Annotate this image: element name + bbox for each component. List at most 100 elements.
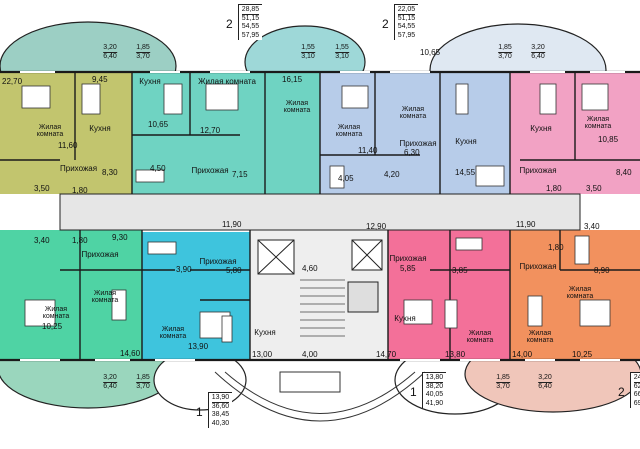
area-label: 11,40	[358, 146, 378, 155]
area-label: 10,85	[598, 135, 619, 144]
room-name-kitchen: Кухня	[89, 124, 111, 133]
table-3	[455, 83, 469, 115]
room-name-living: Жилая комната	[36, 124, 64, 139]
area-label: 4,50	[150, 164, 166, 173]
area-label: 10,25	[42, 322, 63, 331]
area-value: 36,60	[211, 403, 230, 411]
area-value: 28,85	[241, 6, 260, 16]
area-value: 54,55	[397, 23, 416, 31]
area-value: 24	[633, 374, 640, 384]
bath-6	[574, 235, 590, 265]
room-name-living: Жилая комната	[198, 77, 256, 86]
table-1	[81, 83, 101, 115]
area-value: 62	[633, 383, 640, 391]
room-name-living: Жилая комната	[526, 330, 554, 345]
area-label: 14,55	[455, 168, 476, 177]
area-label: 9,45	[92, 75, 108, 84]
room-name-hall: Прихожая	[191, 166, 229, 175]
area-value: 40,05	[425, 391, 444, 399]
stair-area: 4,60	[302, 264, 318, 273]
room-name-living: Жилая комната	[584, 116, 612, 131]
room-name-living: Жилая комната	[283, 100, 311, 115]
area-label: 8,90	[594, 266, 610, 275]
area-label: 1,80	[72, 186, 88, 195]
apartment-room-count: 1	[196, 405, 203, 419]
area-label: 3,90	[176, 265, 192, 274]
room-name-kitchen: Кухня	[254, 328, 276, 337]
table-8	[527, 295, 543, 327]
bath-4	[147, 241, 177, 255]
area-label: 13,80	[445, 350, 466, 359]
area-label: 3,50	[586, 184, 602, 193]
apartment-room-count: 2	[382, 17, 389, 31]
bed-5	[24, 299, 56, 327]
area-value: 57,95	[397, 31, 416, 39]
bath-2	[329, 165, 345, 189]
corridor-area: 11,90	[516, 220, 536, 229]
area-label: 4,20	[384, 170, 400, 179]
area-label: 3,85	[452, 266, 468, 275]
area-label: 8,30	[102, 168, 118, 177]
room-name-hall: Прихожая	[389, 254, 427, 263]
room-name-living: Жилая комната	[399, 106, 427, 121]
area-value: 66	[633, 391, 640, 399]
area-label: 1,80	[548, 243, 564, 252]
table-4	[539, 83, 557, 115]
apartment-info-4: 1 13,80 38,20 40,05 41,90	[410, 372, 447, 408]
area-value: 41,90	[425, 399, 444, 407]
area-label: 3,40	[34, 236, 50, 245]
room-name-hall: Прихожая	[519, 262, 557, 271]
apartment-info-1: 2 28,85 51,15 54,55 57,95	[226, 4, 263, 40]
room-name-kitchen: Кухня	[394, 314, 416, 323]
bed-3	[341, 85, 369, 109]
corridor-area: 11,90	[222, 220, 242, 229]
area-label: 13,00	[252, 350, 273, 359]
area-label: 14,60	[120, 349, 141, 358]
area-label: 13,90	[188, 342, 209, 351]
room-name-living: Жилая комната	[91, 290, 119, 305]
area-label: 3,40	[584, 222, 600, 231]
bath-1	[135, 169, 165, 183]
area-label: 4,05	[338, 174, 354, 183]
area-label: 14,00	[512, 350, 533, 359]
area-label: 16,15	[282, 75, 303, 84]
room-name-kitchen: Кухня	[455, 137, 477, 146]
area-label: 1,80	[72, 236, 88, 245]
table-6	[221, 315, 233, 343]
room-name-living: Жилая комната	[42, 306, 70, 321]
table-5	[111, 289, 127, 321]
bed-4	[581, 83, 609, 111]
area-label: 10,65	[420, 48, 441, 57]
area-label: 14,70	[376, 350, 397, 359]
room-name-living: Жилая комната	[335, 124, 363, 139]
room-name-kitchen: Кухня	[530, 124, 552, 133]
area-value: 51,15	[397, 15, 416, 23]
table-2	[163, 83, 183, 115]
elevator-hall-area: 4,00	[302, 350, 318, 359]
area-label: 7,15	[232, 170, 248, 179]
bed-1	[21, 85, 51, 109]
area-label: 22,70	[2, 77, 23, 86]
apartment-pink-bottom	[388, 230, 510, 360]
area-value: 22,05	[397, 6, 416, 16]
area-value: 51,15	[241, 15, 260, 23]
area-value: 13,80	[425, 374, 444, 384]
bath-3	[475, 165, 505, 187]
bed-7	[403, 299, 433, 325]
apartment-room-count: 2	[226, 17, 233, 31]
area-label: 10,25	[572, 350, 593, 359]
apartment-info-3: 1 13,90 36,60 38,45 40,30	[196, 392, 233, 428]
area-value: 40,30	[211, 419, 230, 427]
area-value: 38,20	[425, 383, 444, 391]
apartment-room-count: 2	[618, 385, 625, 399]
